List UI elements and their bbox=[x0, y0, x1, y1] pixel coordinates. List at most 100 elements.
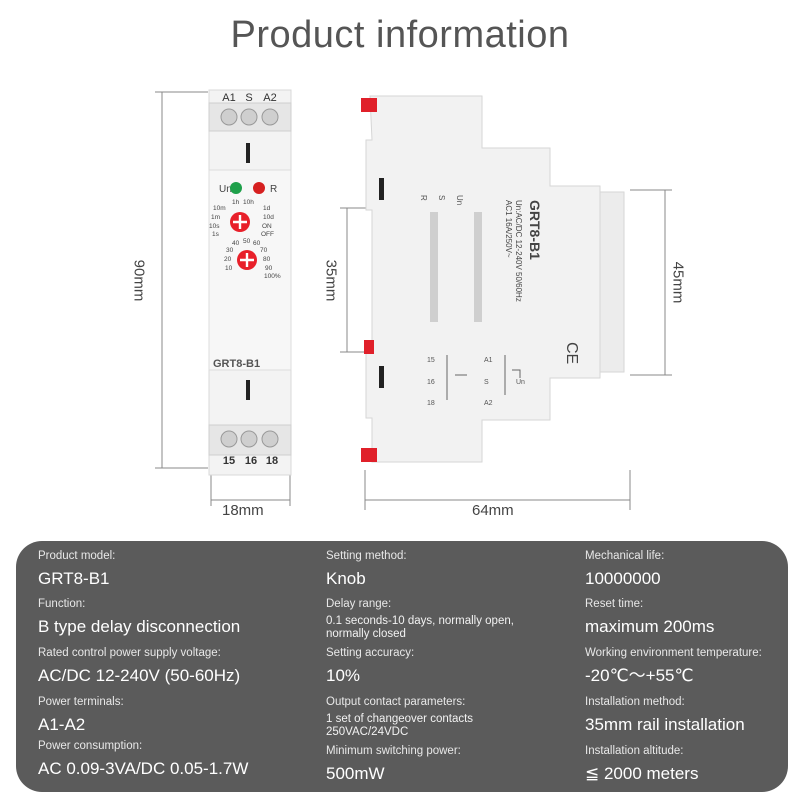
rail-clip-icon bbox=[364, 340, 374, 354]
bottom-clip-icon bbox=[361, 448, 377, 462]
time-scale-label: 10m bbox=[213, 205, 226, 212]
dim-side-height: 45mm bbox=[669, 261, 687, 304]
side-term-label: 18 bbox=[427, 400, 435, 407]
spec-label: Mechanical life: bbox=[585, 550, 665, 562]
spec-value: 10000000 bbox=[585, 569, 661, 588]
product-drawing: A1 S A2 Un R 1h 10h 10m 1d 1m 10d 10s ON… bbox=[155, 89, 672, 510]
side-term-label: Un bbox=[455, 195, 464, 205]
circuit-symbol-icon bbox=[446, 355, 467, 400]
spec-item: Installation altitude: ≦ 2000 meters bbox=[585, 744, 785, 784]
front-slot-bottom bbox=[246, 380, 250, 400]
side-rib bbox=[474, 212, 482, 322]
spec-label: Power terminals: bbox=[38, 696, 124, 708]
front-model-label: GRT8-B1 bbox=[213, 358, 260, 370]
side-term-label: 16 bbox=[427, 379, 435, 386]
spec-label: Setting method: bbox=[326, 550, 407, 562]
spec-value: A1-A2 bbox=[38, 715, 86, 734]
spec-value: 0.1 seconds-10 days, normally open, norm… bbox=[326, 615, 514, 640]
percent-scale-label: 10 bbox=[225, 265, 233, 272]
time-scale-label: 1d bbox=[263, 205, 271, 212]
spec-value: Knob bbox=[326, 569, 366, 588]
spec-value: GRT8-B1 bbox=[38, 569, 110, 588]
front-slot-top bbox=[246, 143, 250, 163]
side-spec-2: AC1 16A/250V~ bbox=[504, 200, 513, 258]
spec-item: Setting method: Knob bbox=[326, 549, 586, 589]
side-model-label: GRT8-B1 bbox=[527, 200, 543, 260]
spec-item: Power consumption: AC 0.09-3VA/DC 0.05-1.… bbox=[38, 739, 298, 779]
spec-label: Output contact parameters: bbox=[326, 696, 466, 708]
spec-value: 1 set of changeover contacts 250VAC/24VD… bbox=[326, 713, 474, 738]
front-panel bbox=[208, 169, 292, 371]
time-scale-label: ON bbox=[262, 223, 272, 230]
spec-value: ≦ 2000 meters bbox=[585, 764, 699, 783]
spec-value: 10% bbox=[326, 666, 361, 685]
side-cover bbox=[599, 191, 625, 373]
circuit-symbol-icon bbox=[504, 355, 521, 395]
spec-item: Reset time: maximum 200ms bbox=[585, 597, 785, 637]
time-knob-cross-icon bbox=[233, 215, 247, 229]
side-body bbox=[365, 95, 601, 463]
side-term-label: A1 bbox=[484, 357, 493, 364]
dim-height-front: 90mm bbox=[130, 259, 148, 302]
page-title: Product information bbox=[230, 14, 570, 56]
dim-rail: 35mm bbox=[322, 259, 340, 302]
spec-item: Power terminals: A1-A2 bbox=[38, 695, 298, 735]
terminal-screw-a2 bbox=[261, 108, 279, 126]
side-un-label: Un bbox=[516, 379, 525, 386]
spec-item: Installation method:35mm rail installati… bbox=[585, 695, 785, 735]
spec-panel: Product model: GRT8-B1 Function: B type de… bbox=[16, 541, 788, 792]
bottom-terminal-label: 15 bbox=[223, 455, 235, 467]
side-slot-bottom bbox=[379, 366, 384, 388]
led-red-icon bbox=[253, 182, 265, 194]
spec-value: B type delay disconnection bbox=[38, 617, 241, 636]
terminal-screw-s bbox=[240, 108, 258, 126]
spec-item: Product model: GRT8-B1 bbox=[38, 549, 298, 589]
percent-scale-label: 50 bbox=[243, 238, 251, 245]
terminal-screw-a1 bbox=[220, 108, 238, 126]
time-scale-label: 1h bbox=[232, 199, 240, 206]
spec-item: Output contact parameters: 1 set of chang… bbox=[326, 695, 496, 739]
spec-item: Working environment temperature:-20℃～+55… bbox=[585, 646, 785, 686]
terminal-screw-16 bbox=[240, 430, 258, 448]
spec-label: Product model: bbox=[38, 550, 116, 562]
terminal-screw-15 bbox=[220, 430, 238, 448]
time-scale-label: 10d bbox=[263, 214, 274, 221]
spec-item: Delay range: 0.1 seconds-10 days, normall… bbox=[326, 597, 536, 641]
spec-item: Mechanical life: 10000000 bbox=[585, 549, 785, 589]
side-slot-top bbox=[379, 178, 384, 200]
time-scale-label: OFF bbox=[261, 231, 274, 238]
time-scale-label: 10s bbox=[209, 223, 220, 230]
spec-label: Power consumption: bbox=[38, 740, 143, 752]
spec-label: Installation altitude: bbox=[585, 745, 684, 757]
spec-item: Function: B type delay disconnection bbox=[38, 597, 298, 637]
dim-depth: 64mm bbox=[472, 502, 514, 519]
spec-value: AC 0.09-3VA/DC 0.05-1.7W bbox=[38, 759, 249, 778]
spec-item: Rated control power supply voltage: AC/DC… bbox=[38, 646, 298, 686]
time-scale-label: 10h bbox=[243, 199, 254, 206]
percent-scale-label: 90 bbox=[265, 265, 273, 272]
spec-label: Function: bbox=[38, 598, 86, 610]
percent-scale-label: 60 bbox=[253, 240, 261, 247]
spec-label: Minimum switching power: bbox=[326, 745, 461, 757]
spec-label: Delay range: bbox=[326, 598, 392, 610]
spec-label: Reset time: bbox=[585, 598, 644, 610]
spec-value: AC/DC 12-240V (50-60Hz) bbox=[38, 666, 241, 685]
bottom-terminal-label: 16 bbox=[245, 455, 257, 467]
side-term-label: S bbox=[484, 379, 489, 386]
percent-scale-label: 100% bbox=[264, 273, 281, 280]
ce-mark: CE bbox=[563, 342, 580, 364]
side-view: GRT8-B1 Un:AC/DC 12-240V 50/60Hz AC1 16A… bbox=[361, 95, 625, 463]
spec-label: Rated control power supply voltage: bbox=[38, 647, 221, 659]
top-clip-icon bbox=[361, 98, 377, 112]
side-rib bbox=[430, 212, 438, 322]
side-term-label: A2 bbox=[484, 400, 493, 407]
side-spec-1: Un:AC/DC 12-240V 50/60Hz bbox=[514, 200, 523, 302]
percent-scale-label: 70 bbox=[260, 247, 268, 254]
spec-value: maximum 200ms bbox=[585, 617, 715, 636]
terminal-screw-18 bbox=[261, 430, 279, 448]
led-green-icon bbox=[230, 182, 242, 194]
side-term-label: 15 bbox=[427, 357, 435, 364]
percent-scale-label: 80 bbox=[263, 256, 271, 263]
percent-scale-label: 30 bbox=[226, 247, 234, 254]
spec-value: 500mW bbox=[326, 764, 385, 783]
